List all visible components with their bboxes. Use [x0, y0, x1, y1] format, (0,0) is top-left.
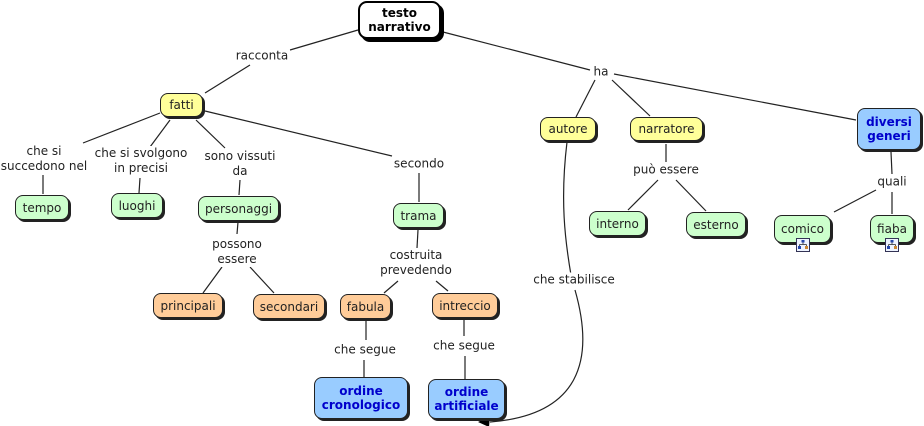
concept-diversi-generi[interactable]: diversi generi	[857, 108, 921, 150]
concept-interno[interactable]: interno	[589, 211, 646, 236]
link-label-possono-essere: possono essere	[211, 237, 263, 267]
concept-fatti[interactable]: fatti	[160, 93, 203, 117]
concept-principali[interactable]: principali	[153, 293, 223, 318]
concept-secondari[interactable]: secondari	[253, 294, 325, 319]
concept-ordine-artificiale[interactable]: ordine artificiale	[428, 379, 505, 419]
link-label-che-segue: che segue	[333, 342, 397, 358]
concept-luoghi[interactable]: luoghi	[111, 193, 163, 218]
link-label-sono-vissuti: sono vissuti da	[203, 149, 277, 179]
link-label-che-segue: che segue	[432, 338, 496, 354]
link-label-che-si-svolgono: che si svolgono in precisi	[93, 146, 189, 176]
concept-fabula[interactable]: fabula	[340, 294, 391, 319]
concept-trama[interactable]: trama	[393, 203, 444, 228]
link-label-puo-essere: può essere	[632, 162, 700, 178]
concept-map-link-icon[interactable]	[796, 238, 810, 252]
concept-map-link-icon[interactable]	[885, 238, 899, 252]
hierarchy-icon	[798, 240, 808, 249]
link-label-ha: ha	[592, 64, 610, 80]
link-label-racconta: racconta	[234, 48, 290, 64]
link-label-che-stabilisce: che stabilisce	[532, 272, 616, 288]
concept-intreccio[interactable]: intreccio	[432, 293, 498, 318]
link-label-che-si-succedono: che si succedono nel	[0, 144, 89, 174]
concept-autore[interactable]: autore	[540, 117, 596, 141]
link-label-quali: quali	[876, 174, 908, 190]
concept-tempo[interactable]: tempo	[15, 195, 69, 220]
concept-ordine-cronologico[interactable]: ordine cronologico	[314, 377, 408, 419]
hierarchy-icon	[887, 240, 897, 249]
concept-narratore[interactable]: narratore	[630, 117, 703, 141]
concept-esterno[interactable]: esterno	[686, 212, 746, 237]
link-label-secondo: secondo	[392, 156, 446, 172]
concept-personaggi[interactable]: personaggi	[198, 196, 279, 221]
concept-testo-narrativo[interactable]: testo narrativo	[358, 1, 441, 39]
link-label-costruita-prevedendo: costruita prevedendo	[379, 248, 453, 278]
